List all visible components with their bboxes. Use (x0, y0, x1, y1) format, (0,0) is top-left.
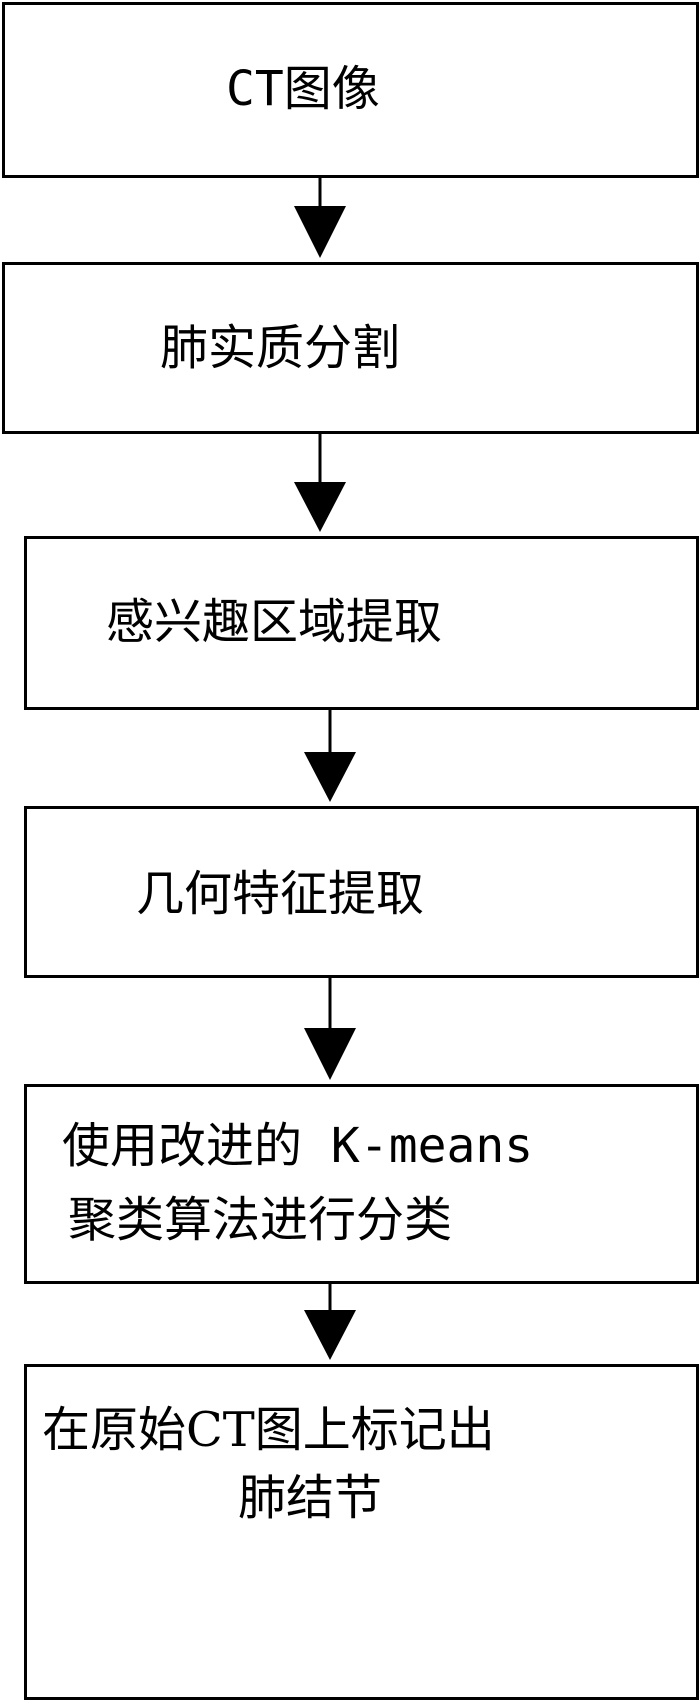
step-roi-extraction-label: 感兴趣区域提取 (106, 594, 443, 650)
arrow-3-to-4 (304, 710, 356, 802)
arrow-1-to-2 (294, 178, 346, 258)
step-mark-lung-nodules-label-line1: 在原始CT图上标记出 (42, 1402, 495, 1458)
step-roi-extraction (24, 536, 699, 710)
step-mark-lung-nodules (24, 1364, 699, 1700)
step-lung-parenchyma-segmentation (2, 262, 699, 434)
step-kmeans-classification-label-line1: 使用改进的 K-means (62, 1118, 534, 1174)
step-kmeans-classification (24, 1084, 699, 1284)
step-ct-image-label: CT图像 (226, 61, 380, 117)
step-geometric-feature-extraction-label: 几何特征提取 (136, 866, 425, 922)
step-ct-image (2, 2, 699, 178)
step-kmeans-classification-label-line2: 聚类算法进行分类 (68, 1192, 453, 1248)
step-geometric-feature-extraction (24, 806, 699, 978)
arrow-5-to-6 (304, 1284, 356, 1360)
arrow-4-to-5 (304, 978, 356, 1080)
step-mark-lung-nodules-label-line2: 肺结节 (238, 1470, 383, 1526)
arrow-2-to-3 (294, 434, 346, 532)
step-lung-parenchyma-segmentation-label: 肺实质分割 (160, 320, 401, 376)
